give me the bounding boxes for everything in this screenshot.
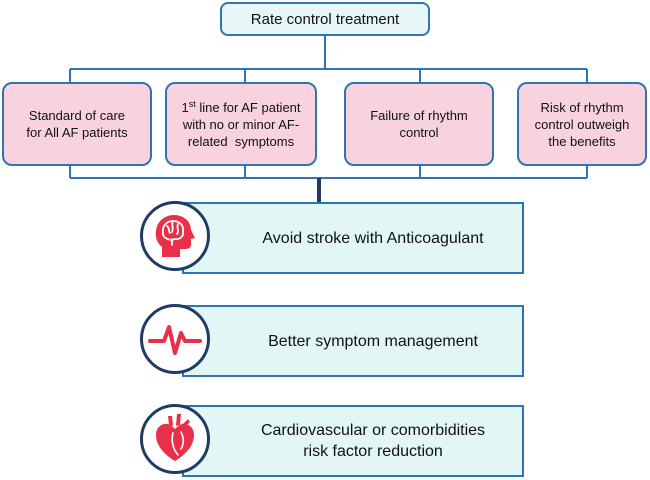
category-line: for All AF patients [26, 125, 128, 140]
category-line: control [399, 125, 439, 140]
diagram-title: Rate control treatment [250, 10, 400, 28]
heartbeat-pulse-icon [148, 325, 202, 355]
outcome-risk-factor-reduction: Cardiovascular or comorbidities risk fac… [140, 404, 524, 477]
category-box-failure-rhythm-control: Failure of rhythm control [344, 82, 494, 166]
icon-circle [140, 404, 210, 474]
outcome-box: Cardiovascular or comorbidities risk fac… [182, 405, 524, 477]
category-line: 1st line for AF patient [181, 99, 300, 116]
category-line: Failure of rhythm [370, 108, 468, 123]
category-line: related symptoms [187, 133, 295, 149]
ordinal-number: 1 [181, 99, 189, 115]
outcome-label: Avoid stroke with Anticoagulant [262, 229, 484, 247]
category-box-first-line: 1st line for AF patient with no or minor… [165, 82, 317, 166]
category-label: Risk of rhythm control outweigh the bene… [529, 99, 636, 150]
ordinal-superscript: st [188, 98, 196, 109]
outcome-label: Cardiovascular or comorbidities risk fac… [261, 420, 485, 462]
category-line: Standard of care [28, 108, 126, 123]
outcome-label: Better symptom management [268, 332, 478, 350]
category-box-standard-of-care: Standard of care for All AF patients [2, 82, 152, 166]
category-line-rest: line for AF patient [195, 99, 301, 115]
title-box: Rate control treatment [220, 2, 430, 36]
category-label: Failure of rhythm control [364, 107, 474, 141]
icon-circle [140, 304, 210, 374]
outcome-stroke-prevention: Avoid stroke with Anticoagulant [140, 201, 524, 274]
category-line: Risk of rhythm [540, 99, 624, 115]
category-label: Standard of care for All AF patients [20, 107, 133, 141]
outcome-box: Avoid stroke with Anticoagulant [182, 202, 524, 274]
outcome-symptom-management: Better symptom management [140, 304, 524, 377]
outcome-line: Cardiovascular or comorbidities [260, 422, 486, 439]
icon-circle [140, 201, 210, 271]
brain-head-icon [155, 215, 195, 257]
category-box-risk-outweigh-benefits: Risk of rhythm control outweigh the bene… [517, 82, 647, 166]
heart-organ-icon [156, 414, 194, 461]
category-line: control outweigh [534, 116, 630, 132]
category-line: the benefits [548, 133, 616, 149]
outcome-line: risk factor reduction [303, 443, 443, 460]
category-label: 1st line for AF patient with no or minor… [175, 99, 306, 150]
category-line: with no or minor AF- [182, 116, 300, 132]
outcome-box: Better symptom management [182, 305, 524, 377]
